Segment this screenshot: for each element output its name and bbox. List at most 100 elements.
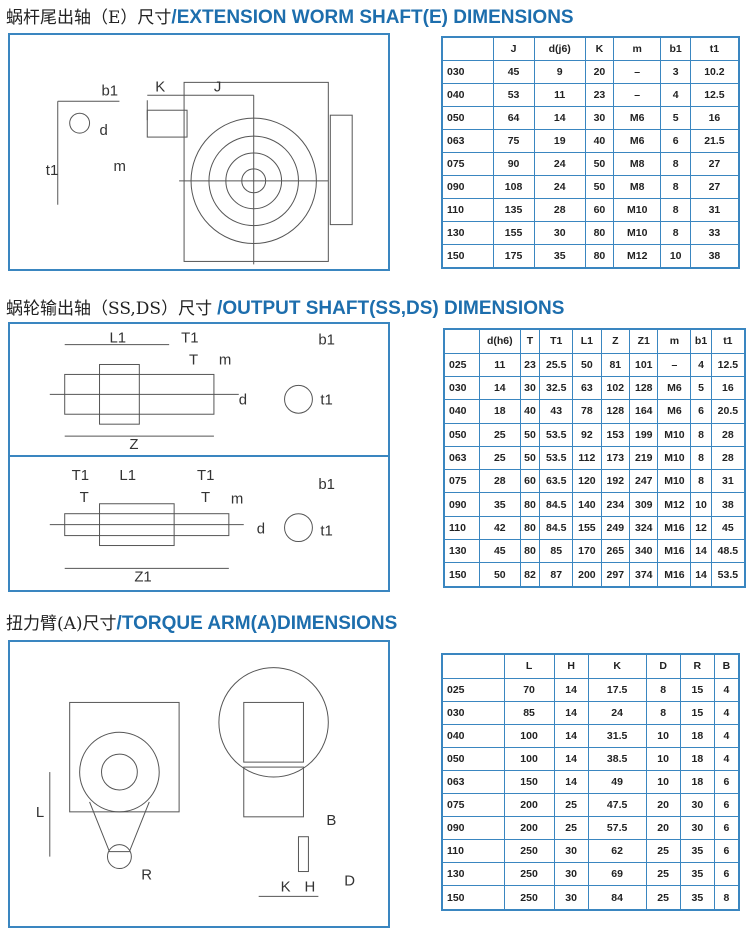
table-cell: 20	[645, 793, 681, 818]
table-cell: M10	[657, 445, 692, 471]
table-cell: 128	[629, 375, 659, 401]
table-cell: 15	[679, 700, 715, 725]
column-header: d(j6)	[533, 36, 586, 62]
column-header	[443, 328, 480, 354]
column-header	[441, 36, 494, 62]
table-cell: 100	[503, 746, 555, 771]
table-cell: 57.5	[587, 816, 647, 841]
table-cell: 155	[572, 515, 602, 540]
table-cell: 219	[629, 445, 659, 471]
column-header: m	[612, 36, 662, 62]
table-cell: 14	[690, 538, 712, 564]
table-cell: 35	[478, 492, 521, 517]
table-cell: 140	[572, 492, 602, 517]
table-cell: 030	[441, 700, 505, 725]
table-cell: 30	[584, 106, 614, 131]
table-cell: 60	[584, 197, 614, 222]
table-cell: 090	[441, 816, 505, 841]
table-cell: 35	[679, 885, 715, 911]
table-cell: 25.5	[539, 352, 574, 377]
table-cell: 101	[629, 352, 659, 377]
table-cell: 050	[441, 106, 494, 131]
table-cell: 75	[492, 129, 535, 153]
dimension-label: t1	[46, 162, 58, 179]
table-cell: 6	[713, 816, 740, 841]
table-cell: 150	[441, 243, 494, 269]
table-cell: 53.5	[539, 422, 574, 447]
table-cell: 85	[539, 538, 574, 564]
column-header: Z	[600, 328, 631, 354]
dimension-label: d	[239, 391, 247, 408]
table-cell: 340	[629, 538, 659, 564]
table-cell: 16	[710, 375, 746, 401]
table-cell: 10.2	[689, 60, 740, 85]
dimension-label: t1	[320, 391, 332, 408]
column-header: L	[503, 653, 555, 679]
table-cell: 234	[600, 492, 631, 517]
table-cell: 063	[441, 769, 505, 795]
dimension-label: T1	[72, 467, 89, 484]
table-cell: 4	[713, 677, 740, 702]
table-cell: M6	[612, 129, 662, 153]
table-cell: 6	[713, 793, 740, 818]
table-cell: 100	[503, 723, 555, 748]
table-cell: 92	[572, 422, 602, 447]
column-header: b1	[690, 328, 712, 354]
table-cell: 12.5	[710, 352, 746, 377]
dimension-label: R	[141, 866, 152, 883]
table-cell: 10	[660, 243, 691, 269]
table-cell: 18	[679, 746, 715, 771]
table-cell: 6	[660, 129, 691, 153]
dimension-label: b1	[318, 332, 335, 349]
table-cell: 30	[553, 885, 589, 911]
table-cell: 14	[478, 375, 521, 401]
table-cell: 8	[660, 220, 691, 245]
table-cell: 4	[713, 700, 740, 725]
table-cell: 8	[645, 677, 681, 702]
table-cell: 50	[584, 151, 614, 176]
table-cell: 309	[629, 492, 659, 517]
table-cell: 040	[441, 723, 505, 748]
heading-en: /EXTENSION WORM SHAFT(E) DIMENSIONS	[171, 7, 574, 28]
table-cell: 11	[478, 352, 521, 377]
table-cell: 6	[713, 839, 740, 864]
table-cell: 31.5	[587, 723, 647, 748]
table-cell: 43	[539, 399, 574, 424]
table-cell: 84	[587, 885, 647, 911]
table-cell: 31	[710, 469, 746, 494]
table-cell: 78	[572, 399, 602, 424]
column-header: T1	[539, 328, 574, 354]
table-cell: 200	[503, 793, 555, 818]
table-cell: 25	[478, 422, 521, 447]
table-cell: 50	[519, 445, 541, 471]
table-cell: –	[657, 352, 692, 377]
dimension-label: L1	[119, 467, 136, 484]
table-cell: M6	[612, 106, 662, 131]
table-cell: 53	[492, 83, 535, 108]
table-cell: M10	[612, 197, 662, 222]
table-cell: 84.5	[539, 492, 574, 517]
table-cell: 21.5	[689, 129, 740, 153]
table-cell: 170	[572, 538, 602, 564]
table-cell: 14	[553, 769, 589, 795]
table-cell: 80	[584, 243, 614, 269]
dimension-label: b1	[102, 82, 119, 99]
table-cell: 15	[679, 677, 715, 702]
table-cell: 8	[690, 445, 712, 471]
table-cell: 8	[690, 469, 712, 494]
torque-arm-drawing: L R B D K H	[8, 640, 390, 928]
column-header: B	[713, 653, 740, 679]
heading-extension-worm-shaft: 蜗杆尾出轴（E）尺寸/EXTENSION WORM SHAFT(E) DIMEN…	[6, 3, 574, 29]
table-cell: 31	[689, 197, 740, 222]
dimension-label: K	[281, 878, 291, 895]
table-cell: –	[612, 83, 662, 108]
table-cell: 265	[600, 538, 631, 564]
heading-output-shaft: 蜗轮输出轴（SS,DS）尺寸 /OUTPUT SHAFT(SS,DS) DIME…	[6, 294, 564, 320]
table-cell: 063	[441, 129, 494, 153]
table-cell: M6	[657, 399, 692, 424]
